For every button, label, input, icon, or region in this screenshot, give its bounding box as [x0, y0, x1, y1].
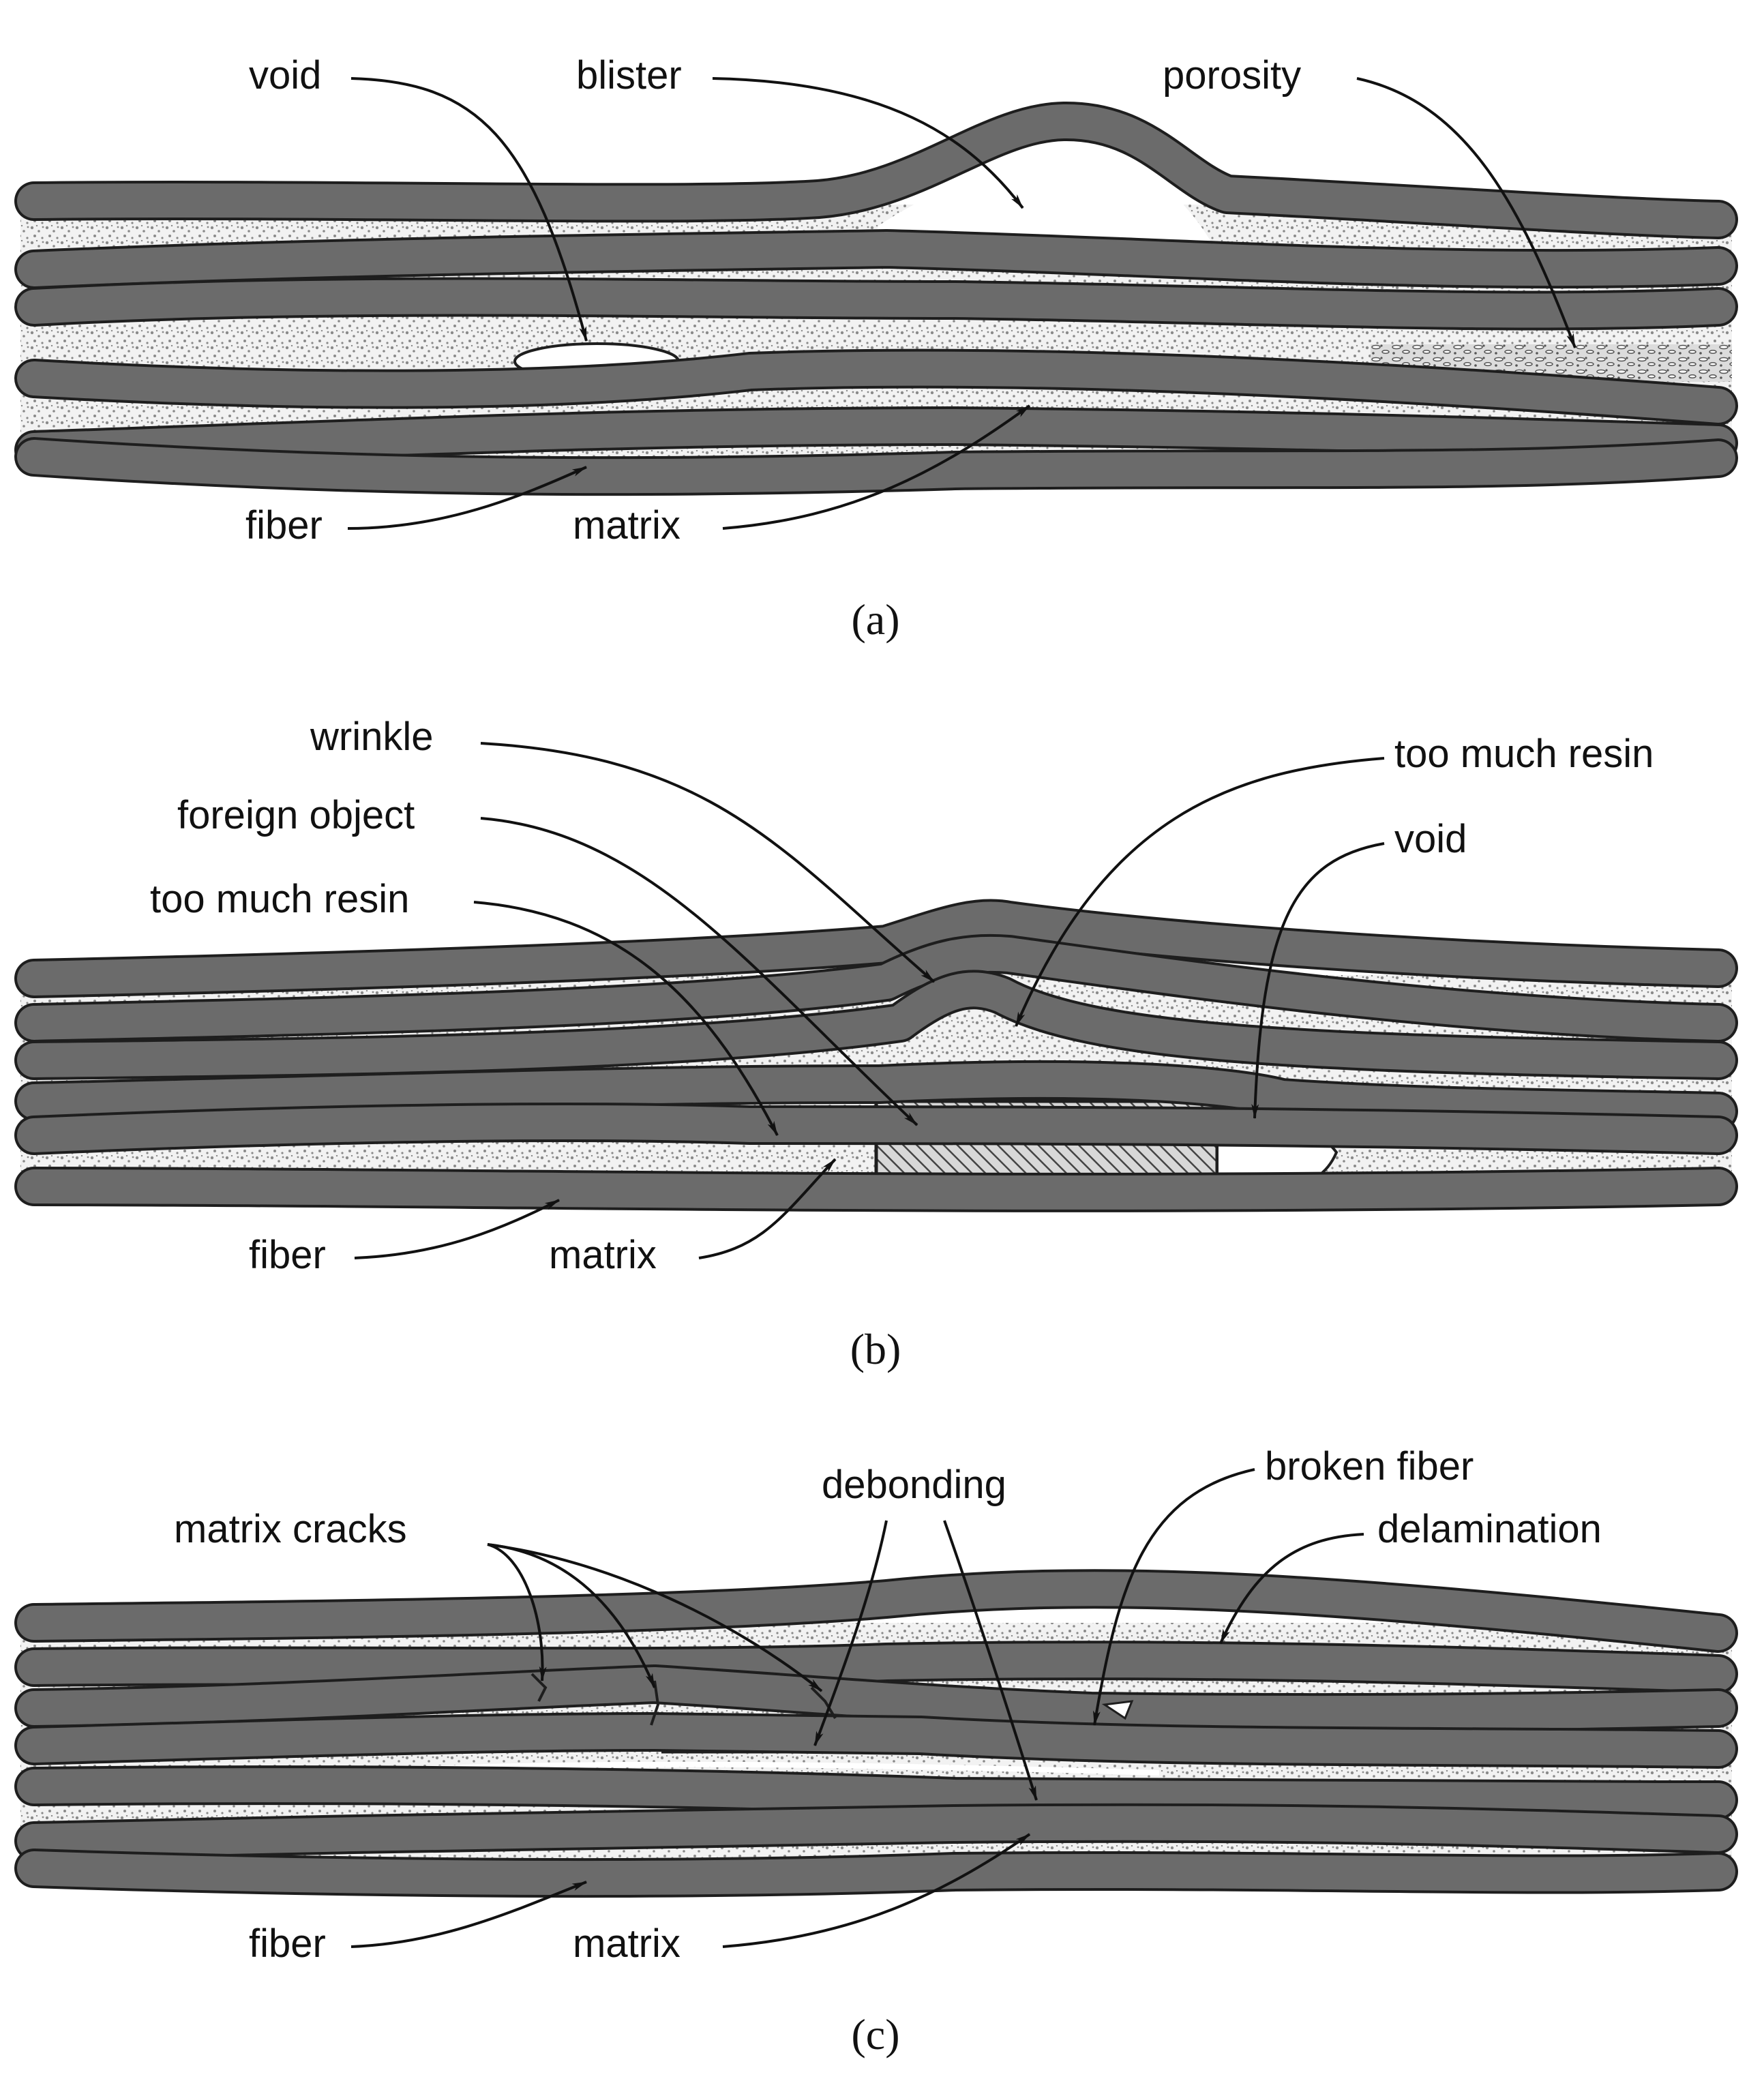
arrow-matrix-cracks-1 [487, 1543, 547, 1682]
label-fiber-b: fiber [249, 1233, 326, 1277]
fiber-plies [14, 1569, 1738, 1898]
panel-c: matrix cracks debonding broken fiber del… [14, 1444, 1738, 2059]
arrow-matrix-cracks-3 [487, 1543, 823, 1692]
arrow-broken-fiber [1093, 1468, 1255, 1726]
fiber-plies [14, 899, 1738, 1212]
label-void-b: void [1394, 817, 1467, 861]
arrow-void-b [1251, 842, 1385, 1120]
arrow-matrix-a [722, 404, 1031, 530]
label-foreign-object: foreign object [177, 793, 415, 837]
arrow-wrinkle [480, 742, 936, 983]
arrow-too-much-resin-right [1015, 757, 1385, 1028]
label-debonding: debonding [822, 1463, 1006, 1507]
label-matrix-b: matrix [549, 1233, 657, 1277]
arrow-fiber-c [350, 1881, 588, 1948]
resin-rich-bump [907, 1004, 1146, 1071]
debonding-gap-lower [408, 1761, 1160, 1776]
label-wrinkle: wrinkle [310, 715, 434, 759]
label-too-much-resin-right: too much resin [1394, 732, 1654, 776]
arrow-fiber-a [347, 466, 588, 530]
label-matrix-c: matrix [573, 1921, 681, 1966]
arrow-debonding-2 [943, 1520, 1038, 1801]
caption-b: (b) [850, 1325, 901, 1373]
label-porosity: porosity [1163, 53, 1301, 98]
arrow-foreign-object [480, 817, 918, 1126]
caption-c: (c) [851, 2010, 899, 2059]
broken-fiber-gap [1101, 1700, 1134, 1720]
label-too-much-resin-left: too much resin [150, 877, 409, 921]
label-matrix-a: matrix [573, 503, 681, 548]
label-blister: blister [576, 53, 682, 98]
label-fiber-a: fiber [245, 503, 323, 548]
arrow-blister [712, 77, 1024, 209]
label-fiber-c: fiber [249, 1921, 326, 1966]
matrix-crack [810, 1686, 837, 1720]
matrix-crack [650, 1680, 660, 1726]
arrow-too-much-resin-left [473, 901, 779, 1136]
panel-a: void blister porosity fiber matrix (a) [14, 53, 1738, 644]
arrow-matrix-b [698, 1158, 837, 1259]
fiber-plies [14, 101, 1738, 496]
caption-a: (a) [851, 595, 899, 644]
arrow-matrix-c [722, 1833, 1031, 1948]
label-matrix-cracks: matrix cracks [174, 1507, 407, 1551]
panel-b: wrinkle foreign object too much resin to… [14, 715, 1738, 1373]
label-delamination: delamination [1377, 1507, 1602, 1551]
label-void-a: void [249, 53, 321, 98]
arrow-void-a [350, 77, 588, 342]
matrix-crack [530, 1673, 548, 1702]
label-broken-fiber: broken fiber [1265, 1444, 1474, 1489]
arrow-debonding-1 [813, 1520, 888, 1747]
arrow-porosity [1356, 77, 1576, 349]
arrow-fiber-b [354, 1199, 560, 1259]
arrow-delamination [1219, 1533, 1364, 1645]
